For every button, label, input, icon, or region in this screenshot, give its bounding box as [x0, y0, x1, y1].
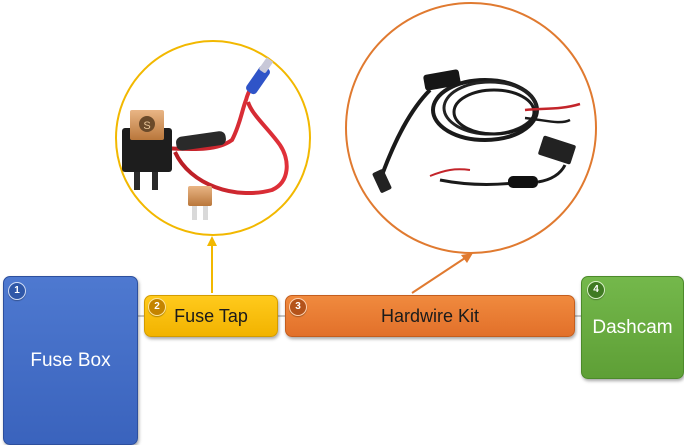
step-2-badge: 2: [148, 298, 166, 316]
hardwire-kit-label: Hardwire Kit: [380, 305, 480, 326]
fuse-tap-pointer-arrow: [207, 236, 217, 293]
fuse-box-label: Fuse Box: [30, 349, 111, 371]
step-1-badge: 1: [8, 282, 26, 300]
hardwire-callout: [345, 2, 597, 254]
hardwire-kit-step: Hardwire Kit: [285, 295, 575, 337]
step-3-badge: 3: [289, 298, 307, 316]
fuse-box-step: Fuse Box: [3, 276, 138, 445]
fuse-tap-photo: S: [122, 55, 289, 220]
hardwire-kit-photo: [372, 69, 581, 193]
fuse-tap-callout: S: [115, 40, 311, 236]
step-4-badge: 4: [587, 281, 605, 299]
fuse-tap-label: Fuse Tap: [174, 305, 248, 326]
svg-text:S: S: [143, 120, 150, 132]
hardwire-pointer-arrow: [411, 253, 473, 294]
fuse-tap-step: Fuse Tap: [144, 295, 278, 337]
dashcam-label: Dashcam: [592, 316, 673, 338]
